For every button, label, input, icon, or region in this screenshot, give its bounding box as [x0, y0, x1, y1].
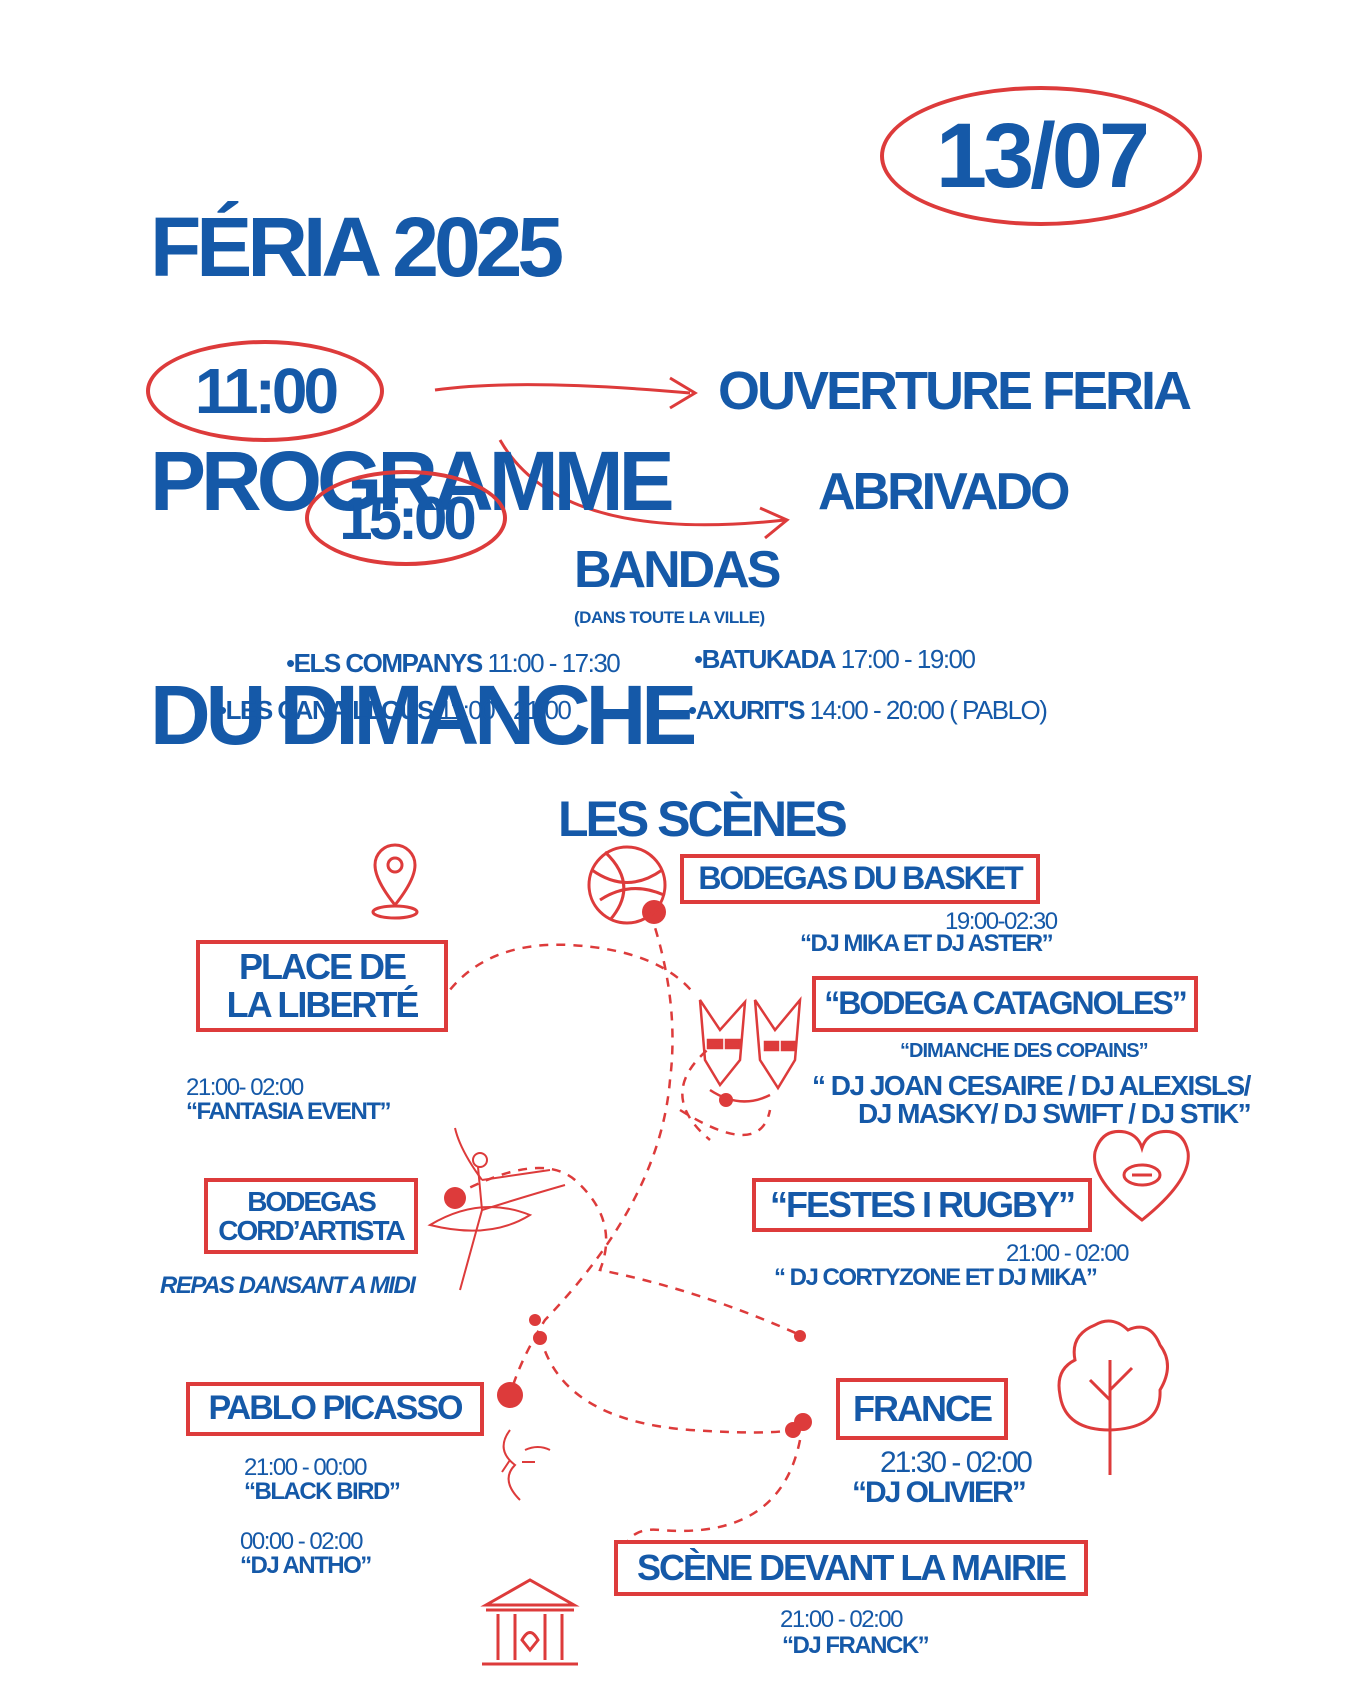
scene-time: 21:00 - 00:00	[244, 1454, 367, 1481]
time-badge-1500: 15:00	[305, 470, 507, 566]
event-abrivado: ABRIVADO	[818, 463, 1070, 521]
time-badge-1100: 11:00	[146, 340, 384, 442]
scene-mairie: SCÈNE DEVANT LA MAIRIE	[614, 1540, 1088, 1596]
date-text: 13/07	[935, 104, 1150, 207]
scene-dj-line: “ DJ JOAN CESAIRE / DJ ALEXISLS/	[812, 1070, 1251, 1101]
scene-dj: “FANTASIA EVENT”	[186, 1098, 392, 1125]
scene-name: FRANCE	[853, 1388, 993, 1430]
scene-france: FRANCE	[836, 1378, 1008, 1440]
banda-name: AXURIT'S	[695, 695, 806, 725]
banda-hours: 11:00 - 21:00	[438, 695, 572, 725]
date-badge: 13/07	[880, 86, 1202, 226]
arrow-head-abrivado	[759, 506, 790, 540]
scenes-title: LES SCÈNES	[558, 791, 848, 847]
scene-dj: “DJ MIKA ET DJ ASTER”	[800, 930, 1054, 957]
face-sketch-icon	[501, 1429, 551, 1501]
banda-hours: 11:00 - 17:30	[487, 648, 620, 678]
banda-name: BATUKADA	[701, 644, 837, 674]
arrow-to-abrivado	[498, 439, 786, 527]
banda-item: •ELS COMPANYS 11:00 - 17:30	[286, 648, 621, 679]
scene-catagnoles: “BODEGA CATAGNOLES”	[812, 976, 1198, 1032]
scene-dj: “DJ FRANCK”	[782, 1632, 930, 1659]
scene-time: 21:00 - 02:00	[1006, 1240, 1129, 1267]
scene-name: PABLO PICASSO	[208, 1389, 464, 1428]
arrow-to-ouverture	[434, 383, 691, 395]
ballerina-icon	[427, 1127, 566, 1291]
banda-item: •BATUKADA 17:00 - 19:00	[694, 644, 976, 675]
arrow-head-ouverture	[669, 376, 698, 410]
bullet: •	[688, 695, 697, 725]
banda-hours: 17:00 - 19:00	[840, 644, 976, 674]
scene-time: 19:00-02:30	[945, 908, 1058, 935]
banda-item: •LES CANAILLOUS 11:00 - 21:00	[218, 695, 572, 726]
donkeys-icon	[698, 996, 802, 1103]
title-line-1: FÉRIA 2025	[150, 200, 564, 294]
location-pin-icon	[371, 843, 419, 920]
scene-name-line: LA LIBERTÉ	[226, 984, 420, 1025]
rugby-heart-icon	[1093, 1129, 1190, 1222]
scene-time: 21:00- 02:00	[186, 1074, 304, 1101]
banda-hours: 14:00 - 20:00 ( PABLO)	[809, 695, 1048, 725]
scene-name: “FESTES I RUGBY”	[769, 1184, 1076, 1226]
title-line-3: DU DIMANCHE	[150, 668, 697, 762]
scene-liberte: PLACE DE LA LIBERTÉ	[196, 940, 448, 1032]
scene-name-line: BODEGAS	[247, 1185, 377, 1217]
banda-name: LES CANAILLOUS	[225, 695, 435, 725]
scene-dj: “DJ OLIVIER”	[852, 1476, 1027, 1509]
time-text: 15:00	[339, 484, 476, 552]
banda-name: ELS COMPANYS	[293, 648, 484, 678]
scene-picasso: PABLO PICASSO	[186, 1382, 484, 1436]
scene-name: “BODEGA CATAGNOLES”	[824, 985, 1187, 1022]
tree-icon	[1057, 1319, 1169, 1475]
scene-dj: “ DJ CORTYZONE ET DJ MIKA”	[774, 1264, 1098, 1291]
scene-note: REPAS DANSANT A MIDI	[160, 1272, 416, 1299]
bandas-subtitle: (DANS TOUTE LA VILLE)	[574, 608, 765, 627]
scene-name: SCÈNE DEVANT LA MAIRIE	[636, 1547, 1067, 1589]
bullet: •	[694, 644, 703, 674]
scene-time: 21:00 - 02:00	[780, 1606, 903, 1633]
bullet: •	[286, 648, 295, 678]
bullet: •	[218, 695, 227, 725]
time-text: 11:00	[194, 355, 339, 427]
scene-dj: “BLACK BIRD”	[244, 1478, 401, 1505]
scene-time: 21:30 - 02:00	[880, 1446, 1033, 1479]
scene-cordartista: BODEGAS CORD’ARTISTA	[204, 1178, 418, 1254]
bandas-title: BANDAS	[574, 541, 781, 599]
scene-time: 00:00 - 02:00	[240, 1528, 363, 1555]
scene-basket: BODEGAS DU BASKET	[680, 854, 1040, 904]
event-ouverture: OUVERTURE FERIA	[718, 361, 1192, 421]
scene-dj-line: DJ MASKY/ DJ SWIFT / DJ STIK”	[858, 1098, 1252, 1129]
banda-item: •AXURIT'S 14:00 - 20:00 ( PABLO)	[688, 695, 1048, 726]
town-hall-icon	[480, 1578, 580, 1666]
scene-name: BODEGAS DU BASKET	[698, 860, 1023, 897]
scene-subtitle: “DIMANCHE DES COPAINS”	[900, 1040, 1149, 1062]
scene-name-line: CORD’ARTISTA	[218, 1215, 405, 1246]
basketball-icon	[587, 845, 667, 925]
scene-dj: “DJ ANTHO”	[240, 1552, 372, 1579]
scene-rugby: “FESTES I RUGBY”	[752, 1178, 1092, 1232]
scene-name-line: PLACE DE	[238, 946, 407, 988]
